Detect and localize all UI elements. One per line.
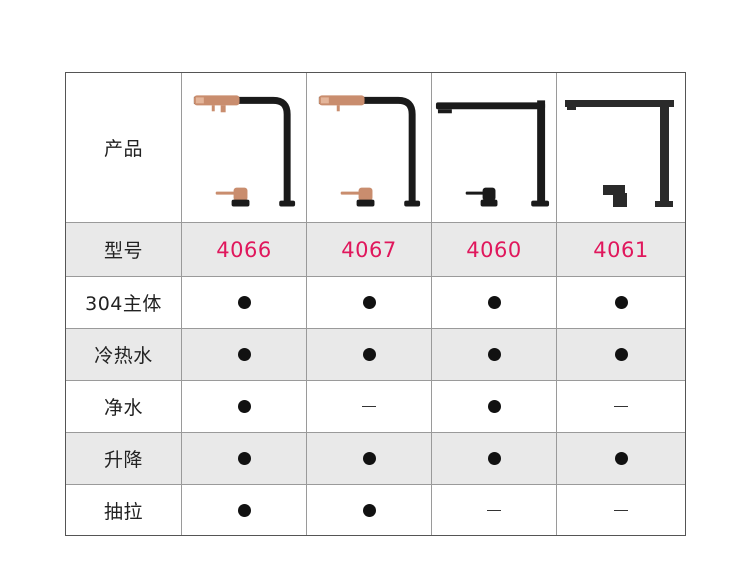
faucet-black-lift-icon <box>435 100 550 207</box>
faucet-rosegold-pullout-icon <box>193 95 296 207</box>
dash-icon <box>614 406 628 407</box>
feature-label: 升降 <box>103 449 143 471</box>
model-4060: 4060 <box>466 237 522 262</box>
filled-dot-icon <box>614 296 628 309</box>
filled-dot-icon <box>237 452 251 465</box>
model-4067: 4067 <box>341 237 397 262</box>
filled-dot-icon <box>487 452 501 465</box>
faucet-rosegold-pullout-icon <box>318 95 421 207</box>
feature-row-0: 304主体 <box>66 276 685 328</box>
feature-row-4: 抽拉 <box>66 484 685 535</box>
filled-dot-icon <box>614 348 628 361</box>
filled-dot-icon <box>362 503 376 517</box>
feature-label: 304主体 <box>85 293 162 315</box>
filled-dot-icon <box>237 296 251 309</box>
filled-dot-icon <box>362 348 376 361</box>
model-4066: 4066 <box>216 237 272 262</box>
filled-dot-icon <box>614 452 628 465</box>
dash-icon <box>362 406 376 407</box>
filled-dot-icon <box>362 296 376 309</box>
filled-dot-icon <box>487 400 501 413</box>
feature-label: 冷热水 <box>94 345 153 367</box>
product-image-4061 <box>556 73 685 222</box>
product-row: 产品 <box>66 73 685 222</box>
model-4061: 4061 <box>593 237 649 262</box>
model-label: 型号 <box>103 240 143 262</box>
filled-dot-icon <box>487 296 501 309</box>
product-image-4066 <box>181 73 306 222</box>
product-image-4060 <box>431 73 556 222</box>
feature-label: 净水 <box>103 397 143 419</box>
filled-dot-icon <box>237 400 251 413</box>
model-row: 型号 4066 4067 4060 4061 <box>66 222 685 276</box>
filled-dot-icon <box>237 503 251 517</box>
feature-row-3: 升降 <box>66 432 685 484</box>
header-label-cell: 产品 <box>66 73 181 222</box>
feature-row-2: 净水 <box>66 380 685 432</box>
feature-row-1: 冷热水 <box>66 328 685 380</box>
feature-label: 抽拉 <box>103 500 143 523</box>
faucet-black-square-lift-icon <box>564 100 674 207</box>
product-label: 产品 <box>103 138 143 160</box>
dash-icon <box>487 509 501 511</box>
product-image-4067 <box>306 73 431 222</box>
filled-dot-icon <box>362 452 376 465</box>
dash-icon <box>614 509 628 511</box>
filled-dot-icon <box>237 348 251 361</box>
filled-dot-icon <box>487 348 501 361</box>
comparison-table: 产品 <box>65 72 686 536</box>
